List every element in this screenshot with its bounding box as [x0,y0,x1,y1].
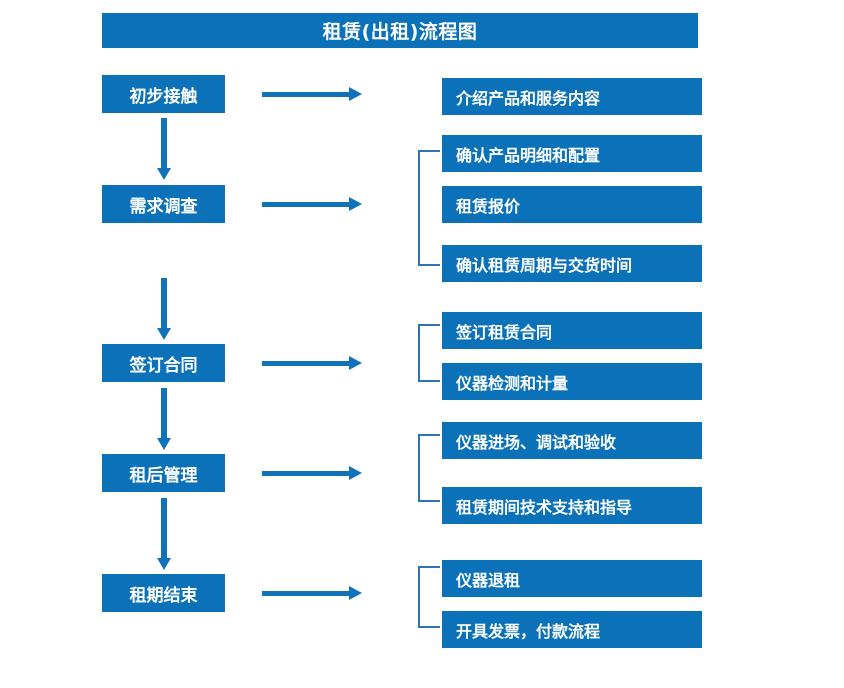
arrow-head [349,87,362,101]
detail-box-8[interactable]: 租赁期间技术支持和指导 [442,487,702,524]
arrow-head [349,586,362,600]
bracket-connector-group-3 [418,324,440,382]
detail-box-10[interactable]: 开具发票，付款流程 [442,611,702,648]
vertical-arrow-1 [157,118,171,180]
detail-box-2[interactable]: 确认产品明细和配置 [442,135,702,172]
bracket-connector-group-5 [418,566,440,628]
detail-box-7[interactable]: 仪器进场、调试和验收 [442,422,702,459]
vertical-arrow-3 [157,388,171,450]
stage-box-3[interactable]: 签订合同 [102,344,225,382]
bracket-connector-group-4 [418,434,440,502]
stage-box-4[interactable]: 租后管理 [102,454,225,492]
detail-box-9[interactable]: 仪器退租 [442,560,702,597]
horizontal-arrow-5 [262,586,362,600]
arrow-shaft [161,388,167,438]
detail-box-6[interactable]: 仪器检测和计量 [442,363,702,400]
arrow-head [157,328,171,340]
arrow-shaft [161,278,167,328]
arrow-head [157,438,171,450]
arrow-head [157,168,171,180]
arrow-shaft [161,498,167,558]
arrow-shaft [262,471,350,476]
arrow-shaft [262,92,350,97]
arrow-shaft [262,591,350,596]
vertical-arrow-2 [157,278,171,340]
arrow-head [157,558,171,570]
stage-box-2[interactable]: 需求调查 [102,185,225,223]
arrow-head [349,197,362,211]
arrow-shaft [262,202,350,207]
arrow-shaft [161,118,167,168]
detail-box-1[interactable]: 介绍产品和服务内容 [442,78,702,115]
vertical-arrow-4 [157,498,171,570]
stage-box-5[interactable]: 租期结束 [102,574,225,612]
horizontal-arrow-2 [262,197,362,211]
chart-title: 租赁(出租)流程图 [102,13,698,48]
bracket-connector-group-2 [418,150,440,266]
arrow-shaft [262,361,350,366]
arrow-head [349,356,362,370]
detail-box-4[interactable]: 确认租赁周期与交货时间 [442,245,702,282]
detail-box-3[interactable]: 租赁报价 [442,186,702,223]
stage-box-1[interactable]: 初步接触 [102,75,225,113]
horizontal-arrow-3 [262,356,362,370]
horizontal-arrow-1 [262,87,362,101]
horizontal-arrow-4 [262,466,362,480]
arrow-head [349,466,362,480]
detail-box-5[interactable]: 签订租赁合同 [442,312,702,349]
